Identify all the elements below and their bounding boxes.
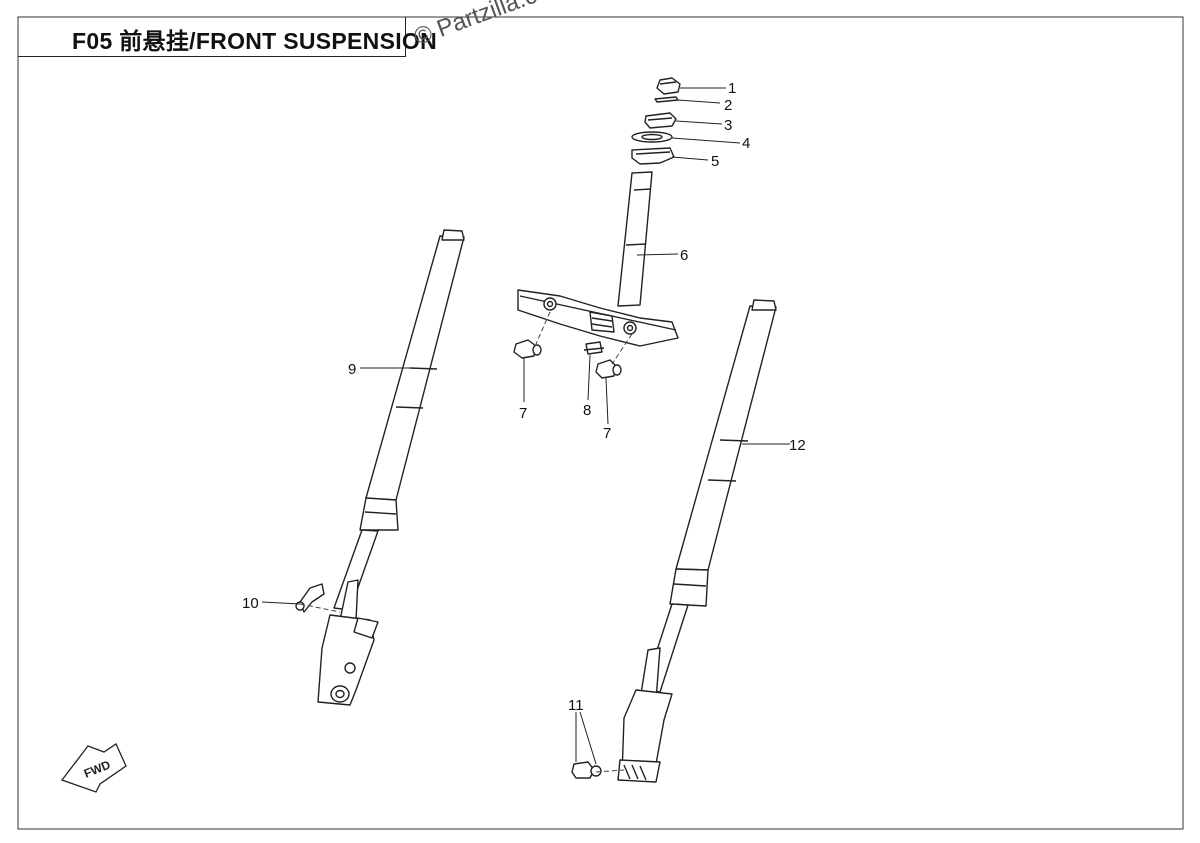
adjusting-nut[interactable]	[644, 112, 677, 129]
callout-1[interactable]: 1	[728, 80, 736, 97]
lock-washer[interactable]	[654, 96, 679, 103]
callout-4[interactable]: 4	[742, 135, 750, 152]
axle-bolt[interactable]	[571, 761, 602, 779]
callout-7-right[interactable]: 7	[603, 425, 611, 442]
dust-seal[interactable]	[631, 131, 673, 143]
fwd-arrow-icon: FWD	[60, 743, 127, 793]
callout-6[interactable]: 6	[680, 247, 688, 264]
right-fork-assembly[interactable]	[617, 299, 777, 783]
left-fork-assembly[interactable]	[317, 229, 465, 706]
callout-2[interactable]: 2	[724, 97, 732, 114]
pinch-bolt-right[interactable]	[595, 359, 622, 379]
callout-9[interactable]: 9	[348, 361, 356, 378]
bearing[interactable]	[631, 147, 675, 165]
callout-11[interactable]: 11	[568, 697, 584, 714]
pinch-bolt-left[interactable]	[513, 339, 542, 359]
callout-8[interactable]: 8	[583, 402, 591, 419]
steering-stem[interactable]	[617, 171, 653, 307]
callout-5[interactable]: 5	[711, 153, 719, 170]
callout-12[interactable]: 12	[789, 437, 806, 454]
callout-3[interactable]: 3	[724, 117, 732, 134]
callout-10[interactable]: 10	[242, 595, 259, 612]
callout-7-left[interactable]: 7	[519, 405, 527, 422]
stem-nut[interactable]	[583, 341, 605, 355]
steering-nut[interactable]	[656, 77, 681, 95]
page-title: F05 前悬挂/FRONT SUSPENSION	[72, 28, 438, 54]
title-box	[18, 17, 406, 57]
lower-bracket[interactable]	[517, 289, 679, 347]
drawing-frame	[17, 16, 1184, 830]
